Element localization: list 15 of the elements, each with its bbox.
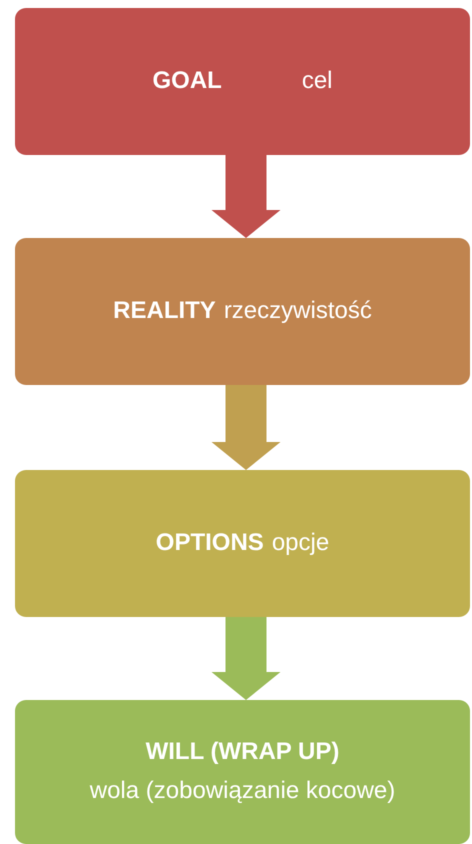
process-box <box>15 470 470 617</box>
block-arrow <box>212 617 280 700</box>
block-arrow <box>212 155 280 238</box>
step-title: GOAL <box>152 67 222 96</box>
process-box <box>15 238 470 385</box>
step-title: REALITY <box>113 297 216 326</box>
step-title: OPTIONS <box>156 529 264 558</box>
process-box <box>15 8 470 155</box>
step-description: rzeczywistość <box>224 297 372 326</box>
step-title: WILL (WRAP UP) <box>146 738 340 767</box>
process-box <box>15 700 470 844</box>
step-description: wola (zobowiązanie kocowe) <box>90 777 396 806</box>
step-description: cel <box>302 67 332 96</box>
block-arrow <box>212 385 280 470</box>
step-description: opcje <box>272 529 330 558</box>
